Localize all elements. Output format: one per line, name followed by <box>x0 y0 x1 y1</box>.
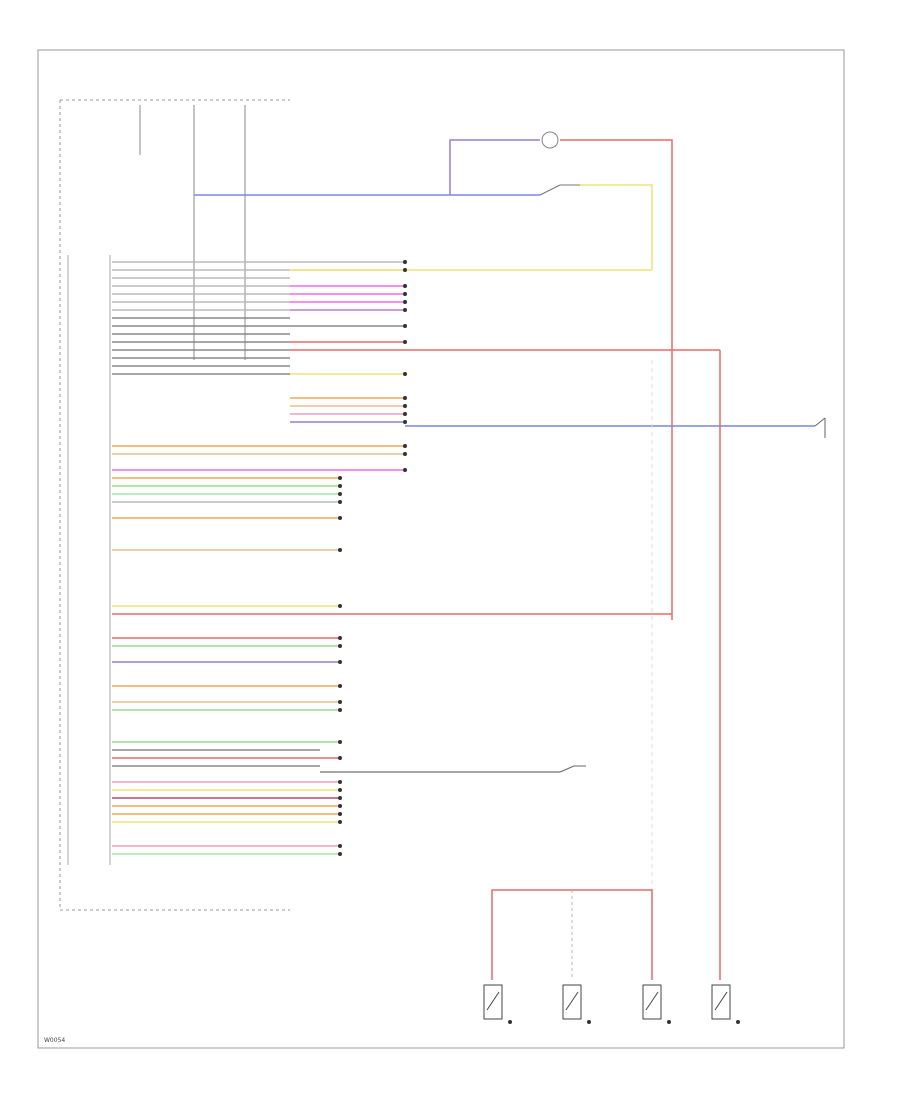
wire-yellow <box>290 184 653 271</box>
top-fuse-group <box>59 99 290 911</box>
mid-switch-symbol <box>559 765 586 773</box>
footer-code: W0054 <box>44 1037 65 1044</box>
switch-symbol <box>539 184 580 196</box>
ground-dots <box>508 1020 740 1024</box>
connector-terminals <box>338 260 407 856</box>
lamp-symbol <box>541 131 559 149</box>
diagram-border <box>37 49 845 1049</box>
fuse-feed-lines <box>139 105 246 360</box>
bottom-switches <box>483 984 731 1020</box>
pin-wires <box>112 261 815 855</box>
right-switch-symbol <box>814 417 826 438</box>
wire-purple-top <box>449 139 540 195</box>
wire-red-right <box>560 139 673 620</box>
